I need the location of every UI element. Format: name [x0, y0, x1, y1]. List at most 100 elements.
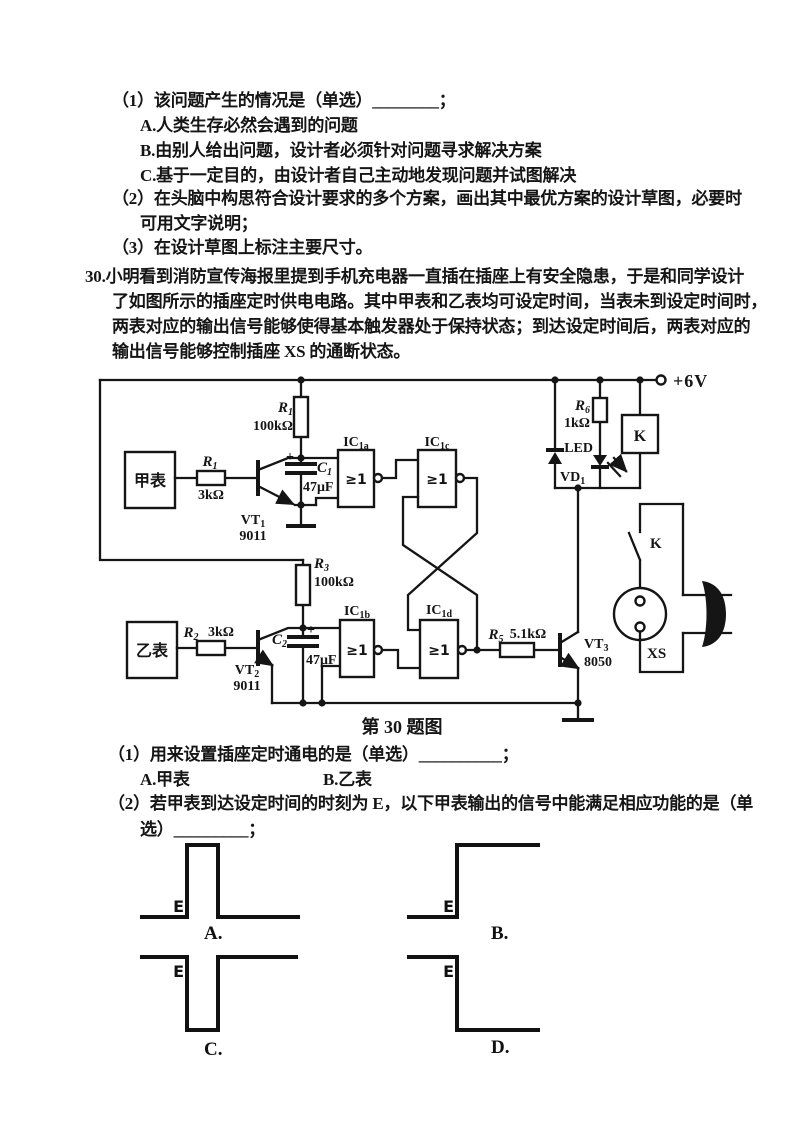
- ground-wire-1: [293, 503, 318, 528]
- ic1c-gate-symbol: ≥1: [426, 472, 447, 488]
- c2-value: 47μF: [306, 653, 337, 668]
- prelude-item-2-line-2: 可用文字说明；: [140, 214, 258, 233]
- c2-ref: C2: [272, 632, 287, 650]
- resistor-r6: [591, 396, 609, 424]
- q30-sub2-line-1: （2）若甲表到达设定时间的时刻为 E，以下甲表输出的信号中能满足相应功能的是（单: [108, 794, 754, 813]
- resistor-r5: [498, 641, 536, 659]
- resistor-r2: [195, 639, 227, 657]
- c2-polarity: +: [307, 623, 315, 638]
- q30-sub1-option-b: B.乙表: [323, 770, 372, 789]
- vt3-ref: VT3: [584, 637, 608, 654]
- ic1b-input-wires: [301, 626, 342, 705]
- resistor-r1-pullup: [292, 395, 310, 439]
- vt1-ref: VT1: [241, 513, 265, 530]
- ic1a-gate-symbol: ≥1: [345, 472, 366, 488]
- waveform-a-edge-label: E: [173, 897, 184, 916]
- prelude-option-b: B.由别人给出问题，设计者必须针对问题寻求解决方案: [140, 141, 542, 160]
- socket-label: XS: [647, 646, 666, 662]
- gate-ic1d-box: [418, 618, 460, 680]
- r6-ref: R6: [574, 398, 590, 416]
- r1-base-ref: R1: [201, 454, 217, 472]
- waveform-d-label: D.: [491, 1037, 509, 1058]
- waveform-c-label: C.: [204, 1039, 222, 1060]
- ic1d-label: IC1d: [426, 603, 453, 620]
- q30-stem-line-4: 输出信号能够控制插座 XS 的通断状态。: [112, 342, 411, 361]
- waveform-b: [407, 843, 540, 919]
- led-emission-arrows: [606, 458, 626, 476]
- capacitor-c1: [285, 462, 317, 475]
- ic1a-to-ic1c-wire: [380, 458, 420, 480]
- r3-ref: R3: [313, 556, 329, 574]
- r2-value: 3kΩ: [208, 625, 234, 640]
- flipflop-cross-wire-1: [406, 476, 479, 632]
- meter-a-box: [123, 450, 177, 510]
- r5-value: 5.1kΩ: [510, 627, 547, 642]
- contact-loop-top: [638, 502, 685, 534]
- waveform-d: [407, 955, 540, 1032]
- meter-a-label: 甲表: [134, 471, 167, 490]
- c1-ref: C1: [317, 460, 332, 478]
- prelude-item-3: （3）在设计草图上标注主要尺寸。: [112, 238, 373, 257]
- c1-polarity: +: [286, 450, 294, 465]
- waveform-b-label: B.: [491, 923, 508, 944]
- waveform-c: [140, 955, 298, 1032]
- r6-value: 1kΩ: [564, 416, 590, 431]
- vt2-ref: VT2: [235, 663, 259, 680]
- supply-terminal: [655, 374, 667, 386]
- vt1-emitter: [256, 484, 296, 506]
- prelude-item-1: （1）该问题产生的情况是（单选）________；: [112, 91, 456, 110]
- plug-body: [702, 581, 726, 647]
- q30-stem-line-2: 了如图所示的插座定时供电电路。其中甲表和乙表均可设定时间，当表未到设定时间时，: [112, 292, 768, 311]
- waveform-b-edge-label: E: [443, 897, 454, 916]
- ic1a-label: IC1a: [343, 435, 369, 452]
- r2-ref: R2: [182, 625, 198, 643]
- q30-sub2-line-2: 选）_________；: [140, 820, 266, 839]
- circuit-diagram: +6V 甲表 R1 3kΩ VT1 9011 R1 100kΩ + C1 4: [98, 371, 733, 737]
- ic1a-output-bubble: [372, 472, 384, 484]
- r3-value: 100kΩ: [314, 575, 354, 590]
- flipflop-cross-wire-2: [401, 495, 479, 652]
- relay-coil-box: [620, 413, 660, 455]
- relay-contact-label: K: [650, 536, 662, 552]
- waveform-a: [140, 843, 300, 919]
- resistor-r3: [294, 563, 312, 607]
- r1-pullup-value: 100kΩ: [253, 419, 293, 434]
- waveform-a-label: A.: [204, 923, 222, 944]
- ic1c-output-bubble: [454, 472, 466, 484]
- vt2-value: 9011: [233, 679, 260, 694]
- meter-b-box: [125, 620, 179, 680]
- vt1-collector: [256, 456, 303, 472]
- vt3-collector: [558, 630, 580, 645]
- ic1b-gate-symbol: ≥1: [346, 643, 367, 659]
- led-diode: [593, 455, 607, 466]
- prelude-option-c: C.基于一定目的，由设计者自己主动地发现问题并试图解决: [140, 166, 577, 185]
- q30-sub1-option-a: A.甲表: [140, 770, 190, 789]
- waveform-d-edge-label: E: [443, 962, 454, 981]
- q30-stem-line-1: 30.小明看到消防宣传海报里提到手机充电器一直插在插座上有安全隐患，于是和同学设…: [85, 267, 745, 286]
- ic1a-input-wires: [299, 456, 340, 507]
- junction-dots: [297, 376, 644, 707]
- r5-ref: R5: [487, 627, 503, 645]
- vt1-value: 9011: [239, 529, 266, 544]
- ic1b-label: IC1b: [344, 604, 371, 621]
- ic1d-output-bubble: [456, 644, 468, 656]
- prelude-item-2-line-1: （2）在头脑中构思符合设计要求的多个方案，画出其中最优方案的设计草图，必要时: [112, 189, 742, 208]
- gate-ic1b-box: [338, 618, 376, 679]
- q30-stem-line-3: 两表对应的输出信号能够使得基本触发器处于保持状态；到达设定时间后，两表对应的: [112, 317, 751, 336]
- ic1b-output-bubble: [372, 644, 384, 656]
- socket-pin-bottom: [634, 621, 646, 633]
- q30-sub1-text: （1）用来设置插座定时通电的是（单选）__________；: [108, 745, 519, 764]
- socket-pin-top: [634, 595, 646, 607]
- r1-pullup-ref: R1: [277, 400, 293, 418]
- led-label: LED: [564, 441, 593, 456]
- r1-base-value: 3kΩ: [198, 488, 224, 503]
- meter-b-label: 乙表: [136, 641, 169, 660]
- ic1d-gate-symbol: ≥1: [428, 643, 449, 659]
- waveform-options: E A. E B. E C. E D.: [140, 843, 540, 1060]
- vt3-value: 8050: [584, 655, 612, 670]
- relay-coil-label: K: [634, 428, 647, 445]
- vt3-emitter: [558, 652, 580, 670]
- vd1-diode: [548, 452, 562, 464]
- capacitor-c2: [287, 635, 319, 648]
